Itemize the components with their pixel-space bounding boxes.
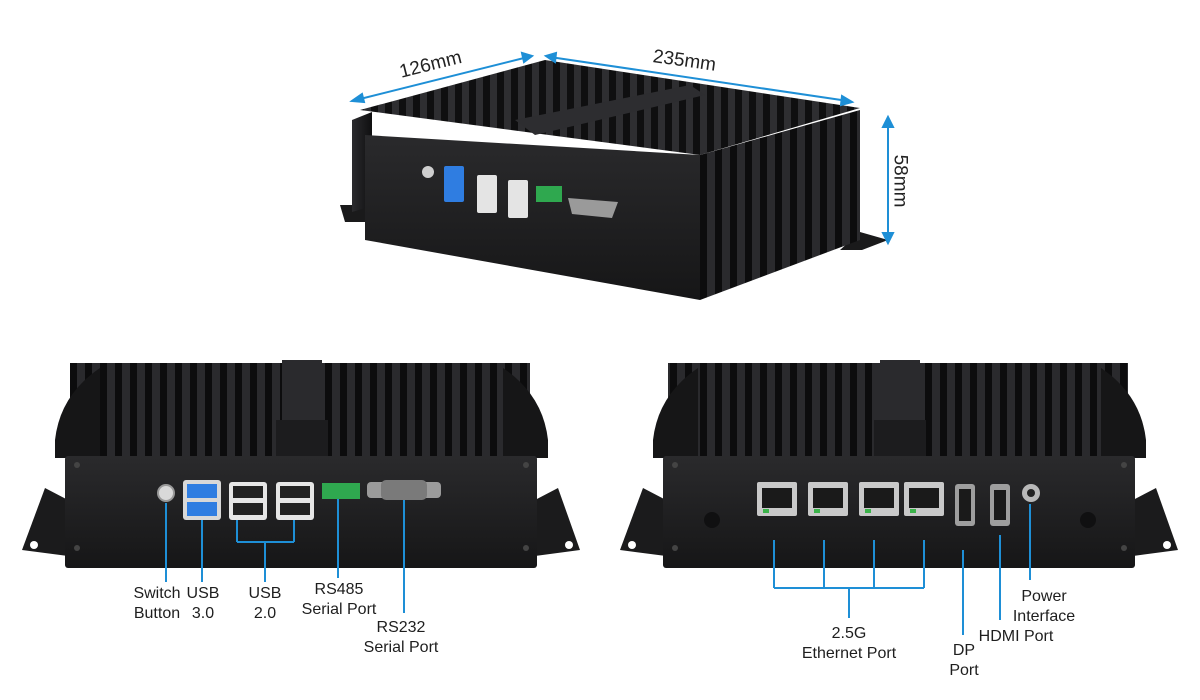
usb3-label-line2: 3.0 bbox=[191, 605, 215, 622]
usb2-label-line1: USB bbox=[248, 585, 282, 602]
switch-button-label-line2: Button bbox=[133, 605, 181, 622]
rs232-label-line2: Serial Port bbox=[363, 639, 439, 656]
ethernet-label-line1: 2.5G bbox=[831, 625, 867, 642]
left-device bbox=[22, 360, 580, 568]
right-device bbox=[620, 360, 1178, 568]
isometric-device bbox=[340, 60, 888, 300]
usb3-label-line1: USB bbox=[186, 585, 220, 602]
usb3-label: USB 3.0 bbox=[183, 584, 223, 624]
rs232-label: RS232 Serial Port bbox=[356, 618, 446, 658]
rs485-label-line1: RS485 bbox=[314, 581, 364, 598]
switch-button-label-line1: Switch bbox=[133, 585, 181, 602]
usb2-label-line2: 2.0 bbox=[253, 605, 277, 622]
height-dimension-label: 58mm bbox=[889, 154, 911, 208]
hdmi-label: HDMI Port bbox=[970, 627, 1062, 647]
dp-label: DP Port bbox=[942, 641, 986, 681]
power-label: Power Interface bbox=[1004, 587, 1084, 627]
usb2-label: USB 2.0 bbox=[243, 584, 287, 624]
dp-label-line2: Port bbox=[949, 662, 979, 679]
ethernet-label-line2: Ethernet Port bbox=[801, 645, 897, 662]
rs485-label-line2: Serial Port bbox=[301, 601, 377, 618]
right-callout-lines bbox=[773, 504, 1031, 635]
rs232-label-line1: RS232 bbox=[376, 619, 426, 636]
switch-button-label: Switch Button bbox=[128, 584, 186, 624]
power-label-line1: Power bbox=[1021, 588, 1067, 605]
power-label-line2: Interface bbox=[1012, 608, 1076, 625]
dimension-arrows bbox=[349, 51, 895, 246]
left-callout-lines bbox=[165, 499, 405, 613]
hdmi-label-line1: HDMI Port bbox=[978, 628, 1054, 645]
rs485-label: RS485 Serial Port bbox=[294, 580, 384, 620]
ethernet-label: 2.5G Ethernet Port bbox=[786, 624, 912, 664]
dp-label-line1: DP bbox=[952, 642, 976, 659]
